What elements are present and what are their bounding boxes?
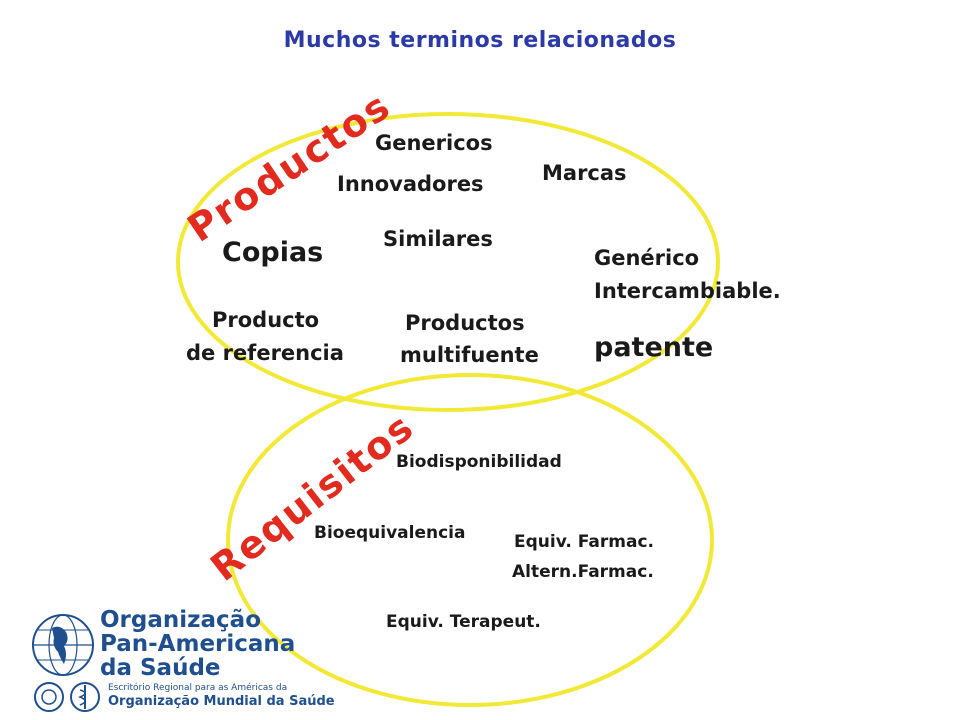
term-bioequivalencia: Bioequivalencia — [314, 523, 466, 543]
term-patente: patente — [594, 332, 714, 363]
term-equiv-terapeut: Equiv. Terapeut. — [386, 612, 541, 632]
logo-text: Organização Pan-Americana da Saúde — [100, 608, 295, 680]
term-copias: Copias — [222, 237, 324, 268]
term-equiv-farmac: Equiv. Farmac. — [514, 532, 654, 552]
emblem-icon — [34, 682, 64, 712]
logo-subtext: Escritório Regional para as Américas da … — [108, 682, 335, 710]
term-producto-ref-line1: Producto — [212, 308, 320, 332]
globe-icon — [32, 614, 94, 676]
logo-line1: Organização — [100, 607, 261, 633]
term-producto-ref-line2: de referencia — [186, 341, 344, 365]
logo-line2: Pan-Americana — [100, 631, 296, 657]
term-marcas: Marcas — [542, 161, 627, 185]
logo-small-text: Escritório Regional para as Américas da — [108, 683, 288, 693]
who-emblem-icon — [70, 682, 100, 712]
term-altern-farmac: Altern.Farmac. — [512, 562, 654, 582]
logo-line3: da Saúde — [100, 655, 221, 681]
term-biodisponibilidad: Biodisponibilidad — [396, 452, 562, 472]
term-genericos: Genericos — [375, 131, 493, 155]
term-generico-line1: Genérico — [594, 246, 700, 270]
term-similares: Similares — [383, 227, 493, 251]
term-productos-multi-line2: multifuente — [400, 343, 539, 367]
term-generico-line2: Intercambiable. — [594, 279, 781, 303]
term-productos-multi-line1: Productos — [405, 311, 525, 335]
bottom-circle — [226, 373, 714, 707]
page-title: Muchos terminos relacionados — [283, 28, 677, 53]
term-innovadores: Innovadores — [337, 172, 484, 196]
top-circle — [176, 112, 720, 412]
logo-sub-text: Organização Mundial da Saúde — [108, 694, 335, 709]
